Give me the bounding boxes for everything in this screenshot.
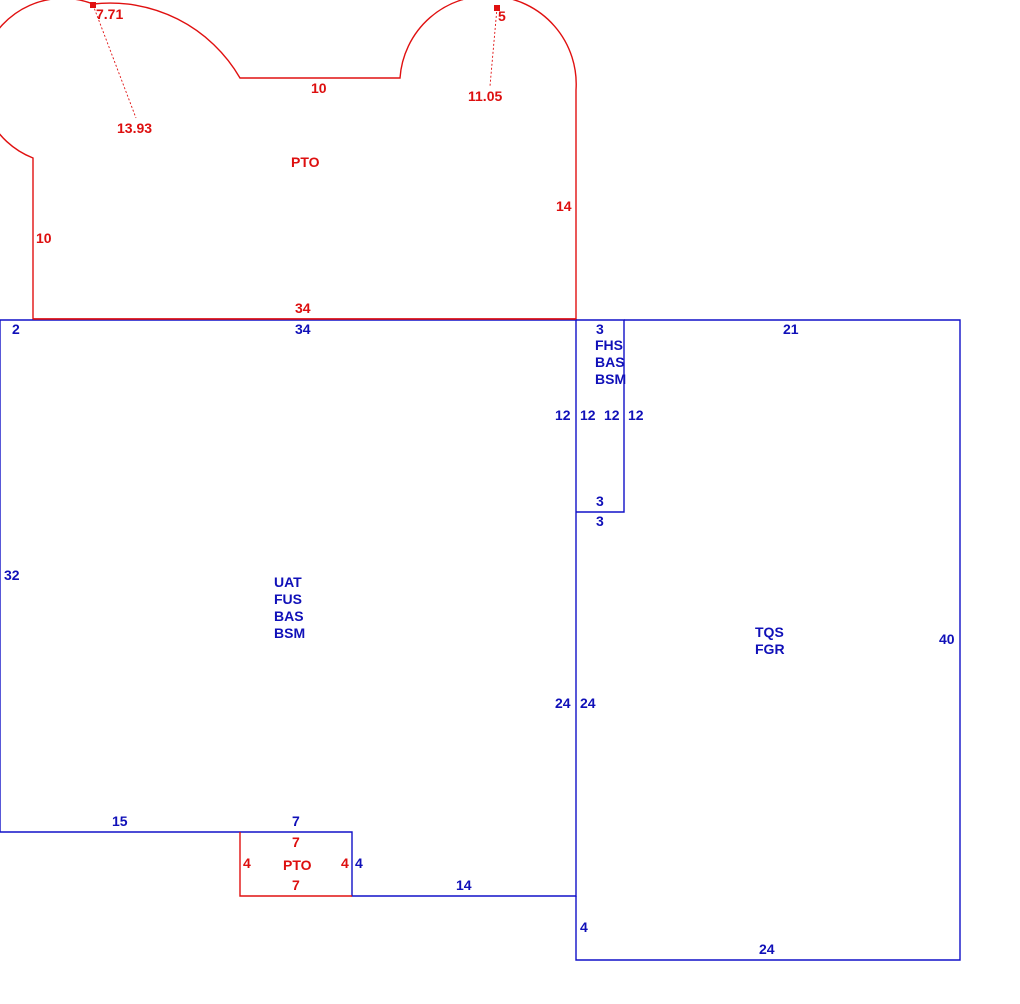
top-patio-outline: [0, 0, 577, 320]
left-arc-chord-dim: 7.71: [96, 6, 123, 22]
small-room-bottom-inner-dim: 3: [596, 493, 604, 509]
small-room-bottom-outer-dim: 3: [596, 513, 604, 529]
bottom-patio-bottom-dim: 7: [292, 877, 300, 893]
garage-right-dim: 40: [939, 631, 955, 647]
bottom-patio-outline: [239, 832, 352, 897]
main-area-code-1: UAT: [274, 574, 302, 590]
right-arc-radius-line: [489, 7, 498, 87]
top-patio-left-dim: 10: [36, 230, 52, 246]
small-room-code-2: BAS: [595, 354, 625, 370]
bottom-patio-left-dim: 4: [243, 855, 251, 871]
small-room-left-dim: 12: [580, 407, 596, 423]
main-area-bottom-right-dim: 14: [456, 877, 472, 893]
main-area-notch-right-dim: 4: [355, 855, 363, 871]
bottom-patio-right-dim: 4: [341, 855, 349, 871]
left-arc-marker: [90, 2, 96, 8]
main-area-top-left-dim: 2: [12, 321, 20, 337]
main-area-right-lower-dim: 24: [555, 695, 571, 711]
main-area-code-2: FUS: [274, 591, 302, 607]
main-area-bottom-left-dim: 15: [112, 813, 128, 829]
small-room-top-dim: 3: [596, 321, 604, 337]
bottom-patio-top-dim: 7: [292, 834, 300, 850]
left-arc-radius-line: [92, 4, 137, 119]
garage-outline: [575, 319, 961, 961]
left-arc-radius-dim: 13.93: [117, 120, 152, 136]
main-area-right-upper-dim: 12: [555, 407, 571, 423]
small-room-outline: [576, 319, 625, 513]
garage-top-dim: 21: [783, 321, 799, 337]
right-arc-radius-dim: 11.05: [468, 88, 502, 104]
small-room-right-dim: 12: [604, 407, 620, 423]
garage-code-1: TQS: [755, 624, 784, 640]
garage-left-bottom-dim: 4: [580, 919, 588, 935]
top-patio-code: PTO: [291, 154, 320, 170]
main-area-top-dim: 34: [295, 321, 311, 337]
top-patio-bottom-dim: 34: [295, 300, 311, 316]
right-arc-chord-dim: 5: [498, 8, 506, 24]
top-patio-middle-dim: 10: [311, 80, 327, 96]
garage-code-2: FGR: [755, 641, 785, 657]
small-room-code-1: FHS: [595, 337, 623, 353]
small-room-code-3: BSM: [595, 371, 626, 387]
main-area-code-4: BSM: [274, 625, 305, 641]
main-area-notch-top-dim: 7: [292, 813, 300, 829]
garage-bottom-dim: 24: [759, 941, 775, 957]
top-patio-right-dim: 14: [556, 198, 572, 214]
garage-left-lower-dim: 24: [580, 695, 596, 711]
main-area-code-3: BAS: [274, 608, 304, 624]
main-area-left-dim: 32: [4, 567, 20, 583]
bottom-patio-code: PTO: [283, 857, 312, 873]
garage-left-upper-dim: 12: [628, 407, 644, 423]
right-arc-marker: [494, 5, 500, 11]
